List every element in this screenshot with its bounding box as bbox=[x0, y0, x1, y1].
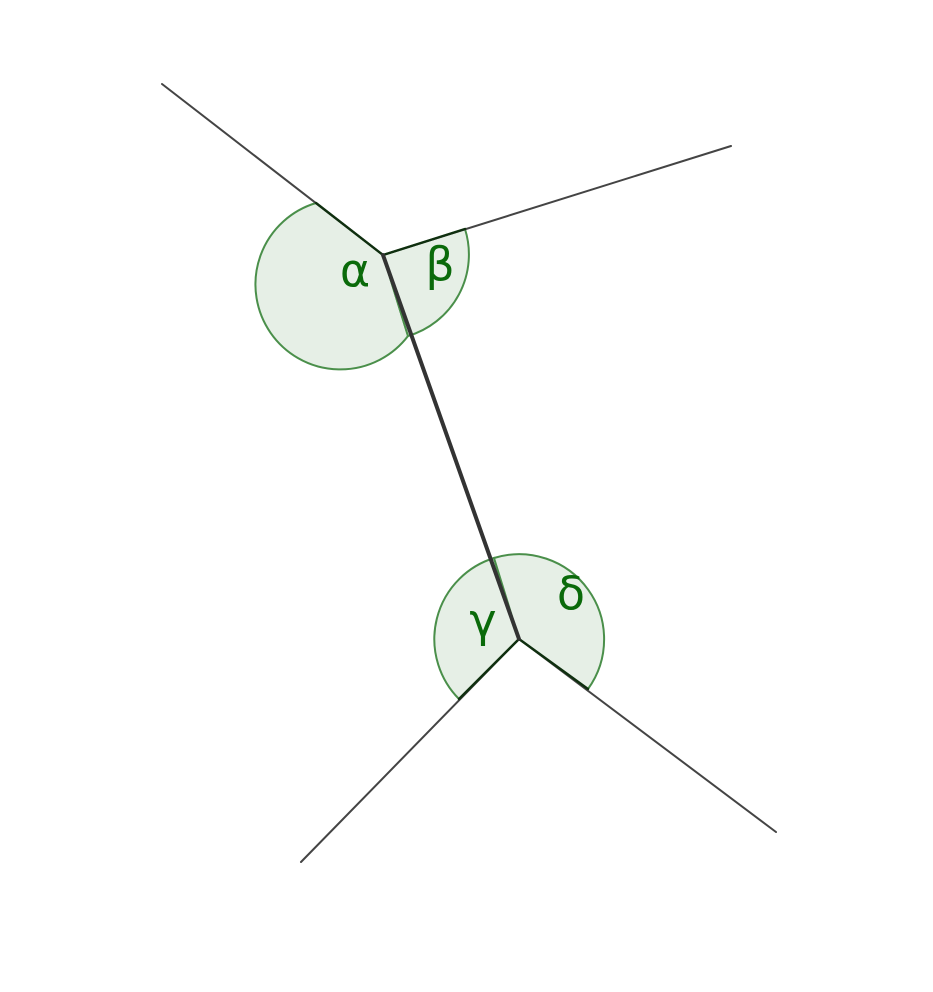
edge-delta-ray bbox=[517, 637, 590, 691]
angle-alpha-sector bbox=[254, 201, 410, 371]
edge-beta-ray bbox=[381, 227, 467, 257]
angle-gamma-label: γ bbox=[469, 594, 496, 648]
transversal-segment bbox=[381, 253, 521, 641]
angle-gamma-sector bbox=[433, 556, 521, 701]
edge-alpha-ray bbox=[314, 201, 385, 257]
angle-beta-sector bbox=[381, 227, 470, 338]
angle-delta-label: δ bbox=[557, 567, 585, 621]
angle-labels: α β γ δ bbox=[340, 238, 585, 648]
angle-beta-label: β bbox=[425, 238, 454, 292]
edge-gamma-ray bbox=[457, 637, 521, 701]
rays bbox=[161, 83, 777, 863]
sector-edges bbox=[314, 201, 590, 701]
angle-alpha-label: α bbox=[340, 244, 370, 298]
angle-sectors bbox=[254, 201, 606, 701]
angle-delta-sector bbox=[492, 553, 606, 691]
